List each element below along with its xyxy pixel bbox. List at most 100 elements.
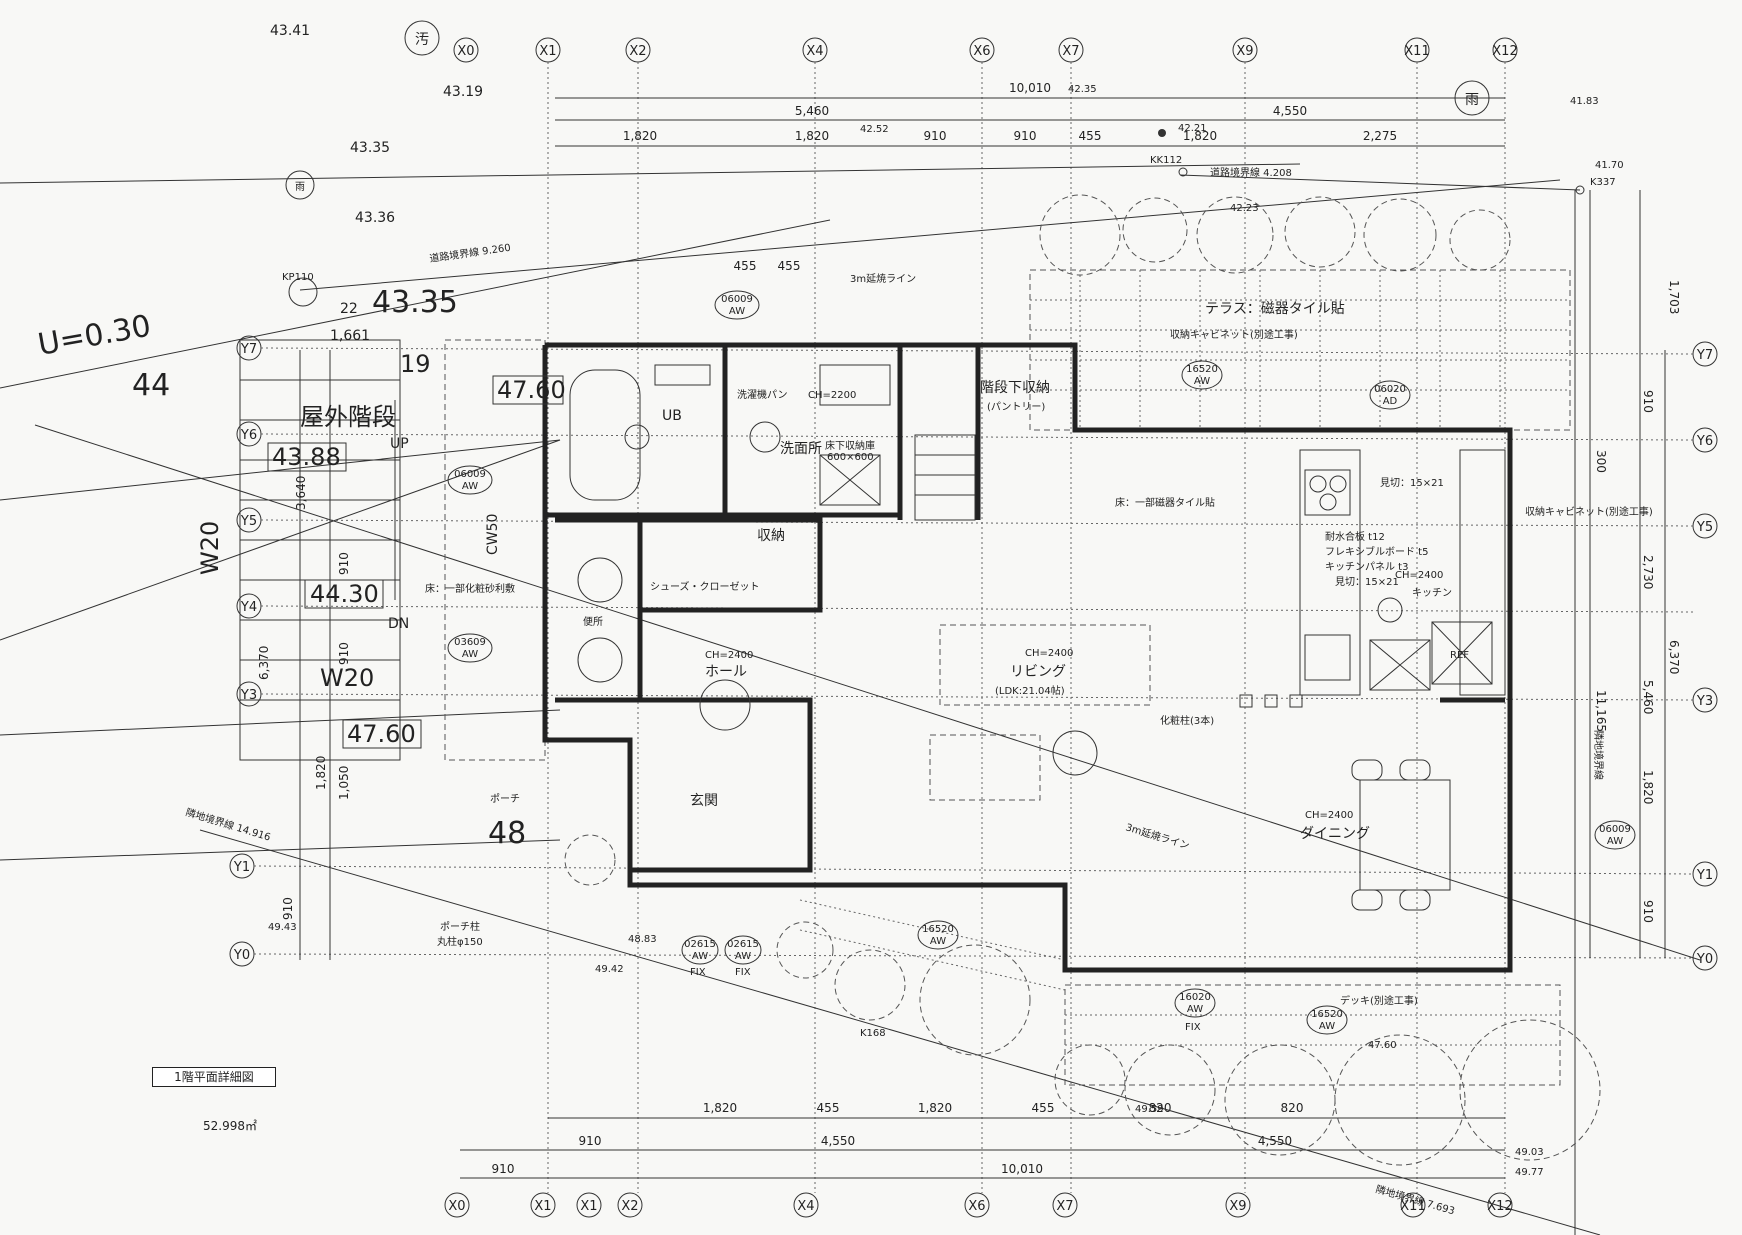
svg-text:X2: X2	[629, 44, 646, 59]
svg-text:(LDK:21.04帖): (LDK:21.04帖)	[995, 684, 1065, 697]
svg-text:19: 19	[400, 350, 431, 378]
grid-bubble-bottom-x4: X4	[793, 1192, 819, 1218]
grid-bubble-right-y1: Y1	[1692, 861, 1718, 887]
svg-text:雨: 雨	[295, 182, 305, 193]
svg-text:UP: UP	[390, 436, 409, 452]
svg-text:16520: 16520	[1186, 364, 1218, 375]
svg-text:42.21: 42.21	[1178, 123, 1207, 134]
svg-text:CH=2400: CH=2400	[1395, 570, 1443, 581]
entrance-label: 玄関	[690, 792, 718, 809]
svg-text:910: 910	[579, 1134, 602, 1148]
pillar-1	[1239, 694, 1253, 708]
svg-text:AW: AW	[1607, 836, 1623, 847]
svg-text:X9: X9	[1236, 44, 1253, 59]
grid-bubble-left-y6: Y6	[236, 421, 262, 447]
svg-text:FIX: FIX	[1185, 1022, 1201, 1033]
svg-text:2,730: 2,730	[1641, 555, 1655, 589]
svg-text:CH=2400: CH=2400	[1305, 810, 1353, 821]
svg-text:AW: AW	[1187, 1004, 1203, 1015]
svg-text:910: 910	[1641, 390, 1655, 413]
pantry-label: 階段下収納	[980, 380, 1050, 396]
svg-text:48: 48	[488, 816, 526, 851]
svg-text:1,820: 1,820	[1183, 129, 1217, 143]
svg-text:化粧柱(3本): 化粧柱(3本)	[1160, 714, 1214, 727]
svg-text:REF: REF	[1450, 650, 1469, 661]
svg-text:455: 455	[734, 259, 757, 273]
svg-text:FIX: FIX	[735, 967, 751, 978]
svg-text:6,370: 6,370	[257, 646, 271, 680]
svg-text:Y3: Y3	[1696, 694, 1713, 709]
svg-text:43.41: 43.41	[270, 23, 310, 39]
grid-right: Y7 Y6 Y5 Y3 Y1 Y0	[1692, 341, 1718, 971]
svg-text:1,820: 1,820	[314, 756, 328, 790]
svg-text:42.35: 42.35	[1068, 84, 1097, 95]
svg-text:AW: AW	[1319, 1021, 1335, 1032]
dimension-lines-left: 3,640 6,370 910 910 1,820 1,050 910	[257, 350, 351, 960]
svg-text:X6: X6	[973, 44, 990, 59]
hall-circle	[699, 679, 751, 731]
svg-text:910: 910	[281, 897, 295, 920]
grid-bubble-top-x4: X4	[802, 37, 828, 63]
ub-label: UB	[662, 408, 682, 424]
grid-bubble-top-x2: X2	[625, 37, 651, 63]
svg-text:910: 910	[337, 552, 351, 575]
svg-text:見切：15×21: 見切：15×21	[1335, 576, 1399, 588]
svg-text:910: 910	[1641, 900, 1655, 923]
grid-bubble-bottom-x1b: X1	[576, 1192, 602, 1218]
dimension-lines-top: 10,010 5,460 4,550 1,820 1,820 910 910 4…	[555, 81, 1505, 273]
svg-text:隣地境界線: 隣地境界線	[1592, 730, 1605, 780]
grid-top: X0 X1 X2 X4 X6 X7 X9 X11 X12	[453, 37, 1518, 63]
svg-text:455: 455	[1032, 1101, 1055, 1115]
svg-text:Y5: Y5	[240, 514, 257, 529]
svg-text:1,661: 1,661	[330, 328, 370, 344]
svg-text:KP110: KP110	[282, 272, 314, 283]
svg-text:47.60: 47.60	[347, 720, 416, 748]
svg-text:41.70: 41.70	[1595, 160, 1624, 171]
grid-bubble-left-y0: Y0	[229, 941, 255, 967]
manholes: 汚 雨 雨	[285, 20, 1585, 307]
svg-text:X1: X1	[580, 1199, 597, 1214]
svg-text:AW: AW	[462, 649, 478, 660]
svg-text:10,010: 10,010	[1001, 1162, 1043, 1176]
svg-text:収納キャビネット(別途工事): 収納キャビネット(別途工事)	[1170, 328, 1298, 341]
svg-text:06020: 06020	[1374, 384, 1406, 395]
svg-text:X1: X1	[539, 44, 556, 59]
svg-text:300: 300	[1594, 450, 1608, 473]
svg-text:48.83: 48.83	[628, 934, 657, 945]
svg-text:06009: 06009	[1599, 824, 1631, 835]
bathtub	[569, 369, 641, 501]
svg-text:1,820: 1,820	[918, 1101, 952, 1115]
svg-text:耐水合板 t12: 耐水合板 t12	[1325, 530, 1385, 543]
svg-text:X0: X0	[448, 1199, 465, 1214]
underfloor-hatch	[819, 454, 881, 506]
grid-bubble-bottom-x12: X12	[1487, 1192, 1513, 1218]
dimension-lines-bottom: 1,820 455 1,820 455 910 4,550 4,550 910 …	[460, 1101, 1505, 1179]
svg-text:47.60: 47.60	[497, 376, 566, 404]
svg-text:1,820: 1,820	[1641, 770, 1655, 804]
svg-text:X7: X7	[1062, 44, 1079, 59]
svg-text:AW: AW	[930, 936, 946, 947]
svg-text:(パントリー): (パントリー)	[987, 401, 1045, 413]
svg-text:X1: X1	[534, 1199, 551, 1214]
svg-text:キッチンパネル t3: キッチンパネル t3	[1325, 561, 1408, 573]
svg-text:AW: AW	[692, 951, 708, 962]
grid-bubble-right-y7: Y7	[1692, 341, 1718, 367]
sewage-manhole-icon: 汚	[404, 20, 440, 56]
outdoor-stairs-label: 屋外階段	[300, 403, 396, 431]
svg-text:03609: 03609	[454, 637, 486, 648]
svg-text:Y1: Y1	[1696, 868, 1713, 883]
svg-text:X9: X9	[1229, 1199, 1246, 1214]
kk-marker-icon	[1178, 167, 1188, 177]
svg-text:3,640: 3,640	[294, 476, 308, 510]
svg-text:X12: X12	[1492, 44, 1517, 59]
svg-text:Y3: Y3	[240, 688, 257, 703]
svg-text:見切：15×21: 見切：15×21	[1380, 477, 1444, 489]
svg-text:43.36: 43.36	[355, 210, 395, 226]
svg-text:41.83: 41.83	[1570, 96, 1599, 107]
svg-text:4,550: 4,550	[821, 1134, 855, 1148]
